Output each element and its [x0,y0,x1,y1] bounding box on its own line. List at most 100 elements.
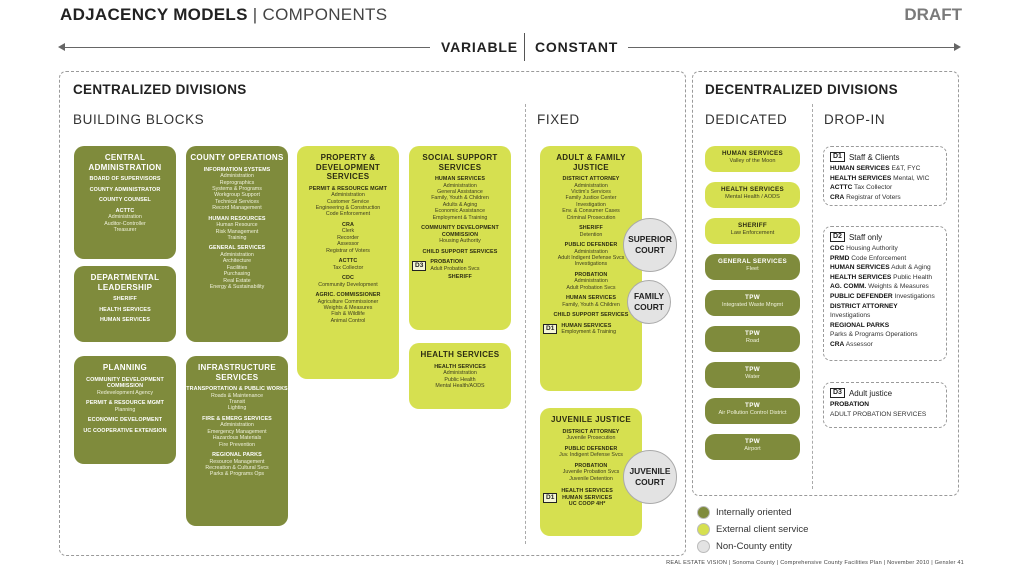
item-line: Adult Indigent Defense Svcs [557,255,625,262]
item-line: Detention [579,231,603,238]
dropin-line-text: Public Health [891,273,932,281]
dropin-line-bold: CRA [830,340,845,348]
item-line: Public Health [444,376,476,383]
d1-badge: D1 [830,152,845,162]
block-title: DEPARTMENTAL LEADERSHIP [90,273,160,292]
item-line: Economic Assistance [434,208,486,215]
item-line: Parks & Programs Ops [209,471,265,478]
constant-label: CONSTANT [535,39,619,55]
item-line: Energy & Sustainability [209,283,265,290]
family-court: FAMILY COURT [627,280,671,324]
item-heading: HUMAN SERVICES [99,317,151,324]
item-heading: PUBLIC DEFENDER [564,445,618,452]
item-heading: ACTTC [115,207,135,214]
adult-d1-sub: Employment & Training [561,329,617,336]
item-line: Human Resource [216,222,258,229]
item-line: Recreation & Cultural Svcs [205,465,269,472]
item-heading: PERMIT & RESOURCE MGMT [86,400,164,407]
building-blocks-label: BUILDING BLOCKS [73,112,205,127]
legend-item-external: External client service [697,521,808,538]
item-heading: COUNTY COUNSEL [99,197,151,204]
dropin-line-text: Tax Collector [852,184,893,192]
juvenile-d1-line-1: HEALTH SERVICES [561,487,613,494]
pill-sub: Road [745,337,760,344]
dropin-line: ADULT PROBATION SERVICES [830,410,940,420]
pill-sub: Fleet [746,265,759,272]
item-line: Weights & Measures [323,304,373,311]
dropin-line-bold: HEALTH SERVICES [830,174,892,182]
legend-item-internal: Internally oriented [697,504,808,521]
pill-head: TPW [745,330,760,337]
item-line: Victim's Services [571,189,611,195]
dropin-line: HEALTH SERVICES Public Health [830,273,940,283]
page-title: ADJACENCY MODELS | COMPONENTS [60,5,387,25]
d3-badge: D3 [412,260,427,271]
dropin-line-bold: CRA [830,193,845,201]
dropin-line: Parks & Programs Operations [830,330,940,340]
block-adult-family-justice: ADULT & FAMILY JUSTICE DISTRICT ATTORNEY… [540,146,642,391]
legend-label: Non-County entity [716,541,793,552]
dropin-line-bold: PUBLIC DEFENDER [830,292,893,300]
adult-d1-text: HUMAN SERVICES Employment & Training [561,323,616,336]
item-line: Fish & Wildlife [331,311,365,318]
dropin-line-text: Housing Authority [844,245,898,252]
item-heading: CHILD SUPPORT SERVICES [422,248,498,255]
dropin-line-bold: DISTRICT ATTORNEY [830,302,898,310]
footer: REAL ESTATE VISION | Sonoma County | Com… [666,560,964,566]
item-heading: REGIONAL PARKS [212,452,262,459]
dedicated-label: DEDICATED [705,112,788,127]
block-title: SOCIAL SUPPORT SERVICES [422,153,498,172]
block-title: HEALTH SERVICES [420,350,500,359]
item-line: Criminal Prosecution [566,214,616,221]
centralized-panel [59,71,686,556]
item-line: Administration [220,251,254,258]
dropin-d3-title: Adult justice [848,388,893,398]
item-heading: CDC [342,274,354,281]
superior-court: SUPERIOR COURT [623,218,677,272]
item-line: Juv. Indigent Defense Svcs [559,452,623,459]
d2-badge: D2 [830,232,845,242]
block-title: CENTRAL ADMINISTRATION [88,153,162,172]
fixed-divider [525,104,526,544]
dropin-line-bold: HEALTH SERVICES [830,273,892,281]
dropin-line-bold: PRMD [830,254,850,262]
item-heading: ECONOMIC DEVELOPMENT [87,417,163,424]
block-title: PLANNING [102,363,148,372]
arrow-right-icon [954,43,961,51]
item-line: Clerk [341,228,355,235]
item-line: Systems & Programs [212,185,262,192]
item-line: Administration [220,422,254,429]
item-line: Juvenile Probation Svcs [562,469,620,476]
dropin-line-bold: ACTTC [830,184,853,192]
item-line: Assessor [337,241,359,248]
item-line: Technical Services [215,198,259,205]
item-line: Planning [114,406,136,413]
decentralized-panel [692,71,959,496]
item-line: Record Management [212,205,262,212]
item-line: General Assistance [437,189,483,195]
item-line: Risk Management [215,228,259,235]
legend-item-non-county: Non-County entity [697,538,808,555]
dropin-line: PUBLIC DEFENDER Investigations [830,292,940,302]
decentralized-title: DECENTRALIZED DIVISIONS [705,82,898,97]
legend: Internally oriented External client serv… [697,504,808,555]
item-line: Administration [574,182,608,189]
item-line: Mental Health/AODS [435,382,485,389]
item-line: Investigations [574,261,608,268]
legend-swatch [697,506,710,519]
item-line: Community Development [318,281,378,288]
juvenile-court: JUVENILE COURT [623,450,677,504]
block-infrastructure-services: INFRASTRUCTURE SERVICES TRANSPORTATION &… [186,356,288,526]
item-line: Family Justice Center [565,195,617,202]
item-heading: COMMUNITY DEVELOPMENT COMMISSION [421,225,499,238]
